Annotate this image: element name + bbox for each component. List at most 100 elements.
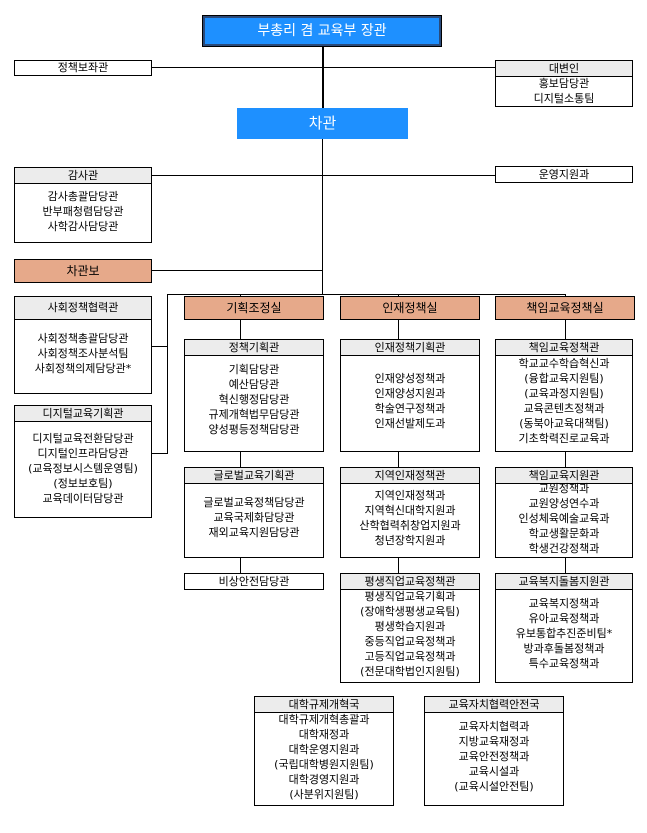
lifelong-vocational-box: 평생직업교육정책관 평생직업교육기획과 (장애학생평생교육팀) 평생학습지원과 … [340, 573, 480, 683]
group-title: 정책기획관 [184, 339, 324, 356]
group-item: 교원양성연수과 [528, 497, 600, 510]
digital-edu-item: (교육정보시스템운영팀) [28, 462, 138, 475]
audit-title: 감사관 [14, 167, 152, 184]
responsible-edu-support-box: 책임교육지원관 교원정책과 교원양성연수과 인성체육예술교육과 학교생활문화과 … [495, 467, 633, 558]
group-item: 지역혁신대학지원과 [364, 504, 456, 517]
spokesperson-box: 대변인 홍보담당관 디지털소통팀 [495, 60, 633, 107]
group-item: 특수교육정책과 [528, 657, 600, 670]
regional-talent-box: 지역인재정책관 지역인재정책과 지역혁신대학지원과 산학협력취창업지원과 청년장… [340, 467, 480, 558]
social-policy-box: 사회정책협력관 사회정책총괄담당관 사회정책조사분석팀 사회정책의제담당관* [14, 296, 152, 394]
group-item: 학술연구정책과 [374, 402, 446, 415]
autonomy-bureau-item: 교육자치협력과 [458, 720, 530, 733]
digital-edu-item: 교육데이터담당관 [42, 492, 124, 505]
group-item: 교육복지정책과 [528, 597, 600, 610]
group-item: 고등직업교육정책과 [364, 650, 456, 663]
autonomy-bureau-title: 교육자치협력안전국 [424, 696, 564, 713]
group-title: 글로벌교육기획관 [184, 467, 324, 484]
autonomy-bureau-box: 교육자치협력안전국 교육자치협력과 지방교육재정과 교육안전정책과 교육시설과 … [424, 696, 564, 806]
minister-box: 부총리 겸 교육부 장관 [202, 15, 442, 47]
group-item: 학교교수학습혁신과 [518, 357, 610, 370]
emergency-safety-label: 비상안전담당관 [218, 575, 290, 588]
group-item: 기초학력진로교육과 [518, 432, 610, 445]
group-item: (융합교육지원팀) [524, 372, 604, 385]
group-item: (교육과정지원팀) [524, 387, 604, 400]
responsible-edu-policy-box: 책임교육정책관 학교교수학습혁신과 (융합교육지원팀) (교육과정지원팀) 교육… [495, 339, 633, 452]
group-item: 유보통합추진준비팀* [515, 627, 613, 640]
deputy-vice-box: 차관보 [14, 259, 152, 283]
group-item: 인재선발제도과 [374, 417, 446, 430]
group-item: 재외교육지원담당관 [208, 526, 300, 539]
autonomy-bureau-item: 교육시설과 [468, 765, 520, 778]
group-item: 방과후돌봄정책과 [523, 642, 605, 655]
group-title: 교육복지돌봄지원관 [495, 573, 633, 590]
group-title: 지역인재정책관 [340, 467, 480, 484]
group-item: 산학협력취창업지원과 [359, 519, 461, 532]
group-item: 혁신행정담당관 [218, 393, 290, 406]
group-item: 교육콘텐츠정책과 [523, 402, 605, 415]
social-policy-item: 사회정책의제담당관* [34, 362, 132, 375]
group-item: 중등직업교육정책과 [364, 635, 456, 648]
university-bureau-item: 대학운영지원과 [288, 743, 360, 756]
university-bureau-box: 대학규제개혁국 대학규제개혁총괄과 대학재정과 대학운영지원과 (국립대학병원지… [254, 696, 394, 806]
vice-minister-box: 차관 [237, 108, 408, 139]
spokesperson-item: 디지털소통팀 [533, 92, 595, 105]
group-item: 학교생활문화과 [528, 527, 600, 540]
digital-edu-item: 디지털교육전환담당관 [32, 432, 134, 445]
audit-item: 반부패청렴담당관 [42, 205, 124, 218]
policy-planning-box: 정책기획관 기획담당관 예산담당관 혁신행정담당관 규제개혁법무담당관 양성평등… [184, 339, 324, 452]
emergency-safety-box: 비상안전담당관 [184, 573, 324, 590]
university-bureau-item: (사분위지원팀) [289, 788, 359, 801]
policy-advisor-label: 정책보좌관 [57, 61, 109, 74]
university-bureau-item: 대학규제개혁총괄과 [278, 713, 370, 726]
spokesperson-title: 대변인 [495, 60, 633, 77]
group-item: 양성평등정책담당관 [208, 423, 300, 436]
group-item: 교원정책과 [538, 482, 590, 495]
group-title: 책임교육정책관 [495, 339, 633, 356]
university-bureau-item: 대학재정과 [298, 728, 350, 741]
talent-planning-box: 인재정책기획관 인재양성정책과 인재양성지원과 학술연구정책과 인재선발제도과 [340, 339, 480, 452]
university-bureau-title: 대학규제개혁국 [254, 696, 394, 713]
welfare-care-box: 교육복지돌봄지원관 교육복지정책과 유아교육정책과 유보통합추진준비팀* 방과후… [495, 573, 633, 683]
autonomy-bureau-item: (교육시설안전팀) [454, 780, 534, 793]
spokesperson-item: 홍보담당관 [538, 77, 590, 90]
social-policy-item: 사회정책조사분석팀 [37, 347, 129, 360]
audit-box: 감사관 감사총괄담당관 반부패청렴담당관 사학감사담당관 [14, 167, 152, 243]
group-item: 교육국제화담당관 [213, 511, 295, 524]
university-bureau-item: (국립대학병원지원팀) [274, 758, 374, 771]
digital-edu-item: (정보보호팀) [53, 477, 113, 490]
group-item: 인성체육예술교육과 [518, 512, 610, 525]
group-item: 규제개혁법무담당관 [208, 408, 300, 421]
group-item: 유아교육정책과 [528, 612, 600, 625]
digital-edu-box: 디지털교육기획관 디지털교육전환담당관 디지털인프라담당관 (교육정보시스템운영… [14, 405, 152, 518]
audit-item: 감사총괄담당관 [47, 190, 119, 203]
group-title: 평생직업교육정책관 [340, 573, 480, 590]
group-item: 예산담당관 [228, 378, 280, 391]
group-item: 기획담당관 [228, 363, 280, 376]
group-item: 학생건강정책과 [528, 542, 600, 555]
group-item: 인재양성지원과 [374, 387, 446, 400]
university-bureau-item: 대학경영지원과 [288, 773, 360, 786]
global-edu-box: 글로벌교육기획관 글로벌교육정책담당관 교육국제화담당관 재외교육지원담당관 [184, 467, 324, 558]
operations-support-label: 운영지원과 [538, 168, 590, 181]
group-item: 평생학습지원과 [374, 620, 446, 633]
group-item: (장애학생평생교육팀) [360, 605, 460, 618]
office-talent-header: 인재정책실 [340, 296, 480, 320]
group-title: 책임교육지원관 [495, 467, 633, 484]
operations-support-box: 운영지원과 [495, 166, 633, 183]
social-policy-title: 사회정책협력관 [14, 296, 152, 320]
autonomy-bureau-item: 지방교육재정과 [458, 735, 530, 748]
group-item: 인재양성정책과 [374, 372, 446, 385]
group-title: 인재정책기획관 [340, 339, 480, 356]
group-item: 글로벌교육정책담당관 [203, 496, 305, 509]
group-item: 청년장학지원과 [374, 534, 446, 547]
autonomy-bureau-item: 교육안전정책과 [458, 750, 530, 763]
digital-edu-item: 디지털인프라담당관 [37, 447, 129, 460]
office-responsible-edu-header: 책임교육정책실 [495, 296, 635, 320]
office-planning-header: 기획조정실 [184, 296, 324, 320]
policy-advisor-box: 정책보좌관 [14, 60, 152, 76]
audit-item: 사학감사담당관 [47, 220, 119, 233]
social-policy-item: 사회정책총괄담당관 [37, 332, 129, 345]
digital-edu-title: 디지털교육기획관 [14, 405, 152, 422]
group-item: (동북아교육대책팀) [519, 417, 609, 430]
group-item: 지역인재정책과 [374, 489, 446, 502]
